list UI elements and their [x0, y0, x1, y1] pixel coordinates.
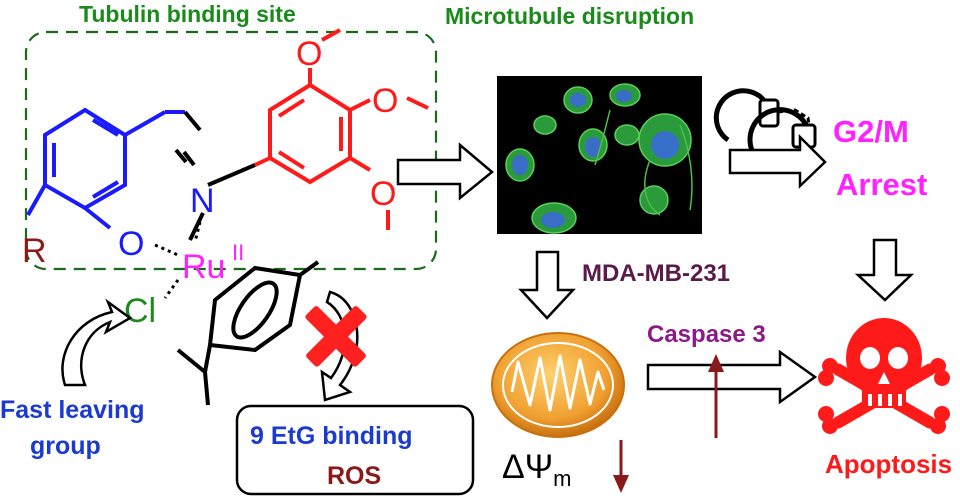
- cell-line-label: MDA-MB-231: [582, 260, 730, 287]
- fast-leaving-label-line2: group: [30, 432, 101, 460]
- arrest-label: Arrest: [836, 167, 927, 202]
- ruthenium-atom: Ru: [182, 248, 225, 286]
- caspase-increase-arrow: [708, 354, 724, 438]
- ruthenium-oxidation-state: II: [232, 240, 244, 265]
- apoptosis-label: Apoptosis: [825, 449, 952, 479]
- imine-nitrogen: N: [190, 182, 215, 220]
- arrow-arrest-to-apoptosis: [854, 238, 915, 302]
- methoxy-oxygen-1: O: [296, 35, 322, 73]
- g2m-label: G2/M: [833, 114, 909, 149]
- methoxy-oxygen-3: O: [370, 175, 396, 213]
- etg-binding-box: [235, 404, 475, 496]
- phenolate-ring: [26, 107, 166, 230]
- skull-crossbones-icon: [818, 318, 950, 434]
- r-group: R: [22, 232, 47, 270]
- phenolate-oxygen: O: [118, 225, 144, 263]
- ros-label: ROS: [327, 462, 381, 490]
- coordination-ru-cl: [163, 279, 180, 299]
- coordination-o-ru: [154, 243, 179, 257]
- p-cymene-ring: [176, 260, 320, 406]
- fast-leaving-label-line1: Fast leaving: [0, 396, 145, 424]
- etg-binding-label: 9 EtG binding: [250, 422, 413, 450]
- chloride-atom: Cl: [124, 292, 156, 330]
- tubulin-site-label: Tubulin binding site: [79, 1, 296, 27]
- arrow-to-microtubule: [396, 142, 494, 201]
- membrane-potential-label: ΔΨm: [502, 448, 571, 491]
- mitochondrion-icon: [491, 332, 625, 438]
- arrow-to-mitochondrion: [518, 250, 576, 320]
- microscopy-image: [497, 76, 702, 234]
- fast-leaving-curved-arrow: [61, 298, 133, 387]
- caspase-label: Caspase 3: [647, 321, 766, 348]
- imine-bond: [165, 110, 256, 241]
- potential-decrease-arrow: [613, 440, 629, 493]
- arrow-to-apoptosis: [646, 349, 818, 405]
- arrow-to-g2m: [728, 133, 827, 189]
- methoxy-oxygen-2: O: [372, 82, 398, 120]
- microtubule-disruption-label: Microtubule disruption: [445, 3, 694, 29]
- cross-mark-icon: [305, 306, 367, 367]
- trimethoxyphenyl-ring: [254, 28, 429, 230]
- tubulin-site-box: [24, 30, 438, 271]
